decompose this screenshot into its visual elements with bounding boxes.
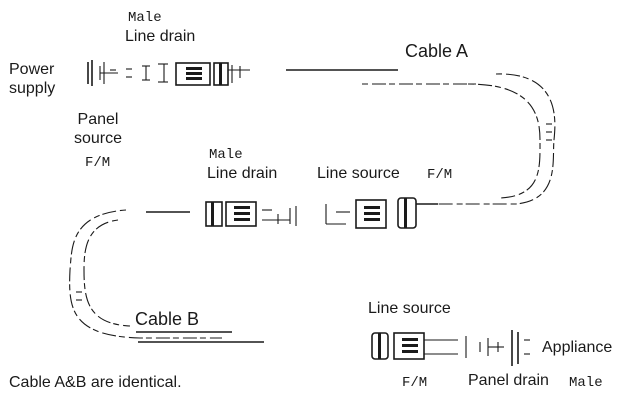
power-supply-label-line1: Power [9,61,55,78]
fm-label-top: F/M [85,155,111,171]
line-drain-label-top: Line drain [125,28,196,45]
panel-drain-label: Panel drain [468,372,549,389]
fm-label-bottom: F/M [402,375,428,391]
fm-label-middle: F/M [427,167,453,183]
male-label-bottom: Male [569,375,603,391]
cable-b [69,209,264,343]
line-source-label-bottom: Line source [368,300,451,317]
panel-source-label-line2: source [74,130,123,147]
power-supply-label: Power supply [9,60,55,98]
appliance-panel-drain-connector [479,330,530,366]
male-label-top: Male [128,10,162,26]
male-label-middle: Male [209,147,243,163]
bottom-line-source-connector [371,332,467,360]
cable-a [286,69,556,205]
top-line-drain-connector [142,62,250,86]
panel-source-label-line1: Panel [77,111,119,128]
middle-line-drain-connector [146,201,297,227]
middle-line-source-connector [325,197,438,229]
line-source-label-middle: Line source [317,165,400,182]
cable-a-label: Cable A [405,41,469,61]
footnote-identical-cables: Cable A&B are identical. [9,374,182,391]
panel-source-label: Panel source [74,110,122,148]
power-supply-panel-source-connector [87,60,132,86]
appliance-label: Appliance [542,339,613,356]
line-drain-label-middle: Line drain [207,165,278,182]
cable-b-label: Cable B [135,309,200,329]
power-supply-label-line2: supply [9,80,56,97]
